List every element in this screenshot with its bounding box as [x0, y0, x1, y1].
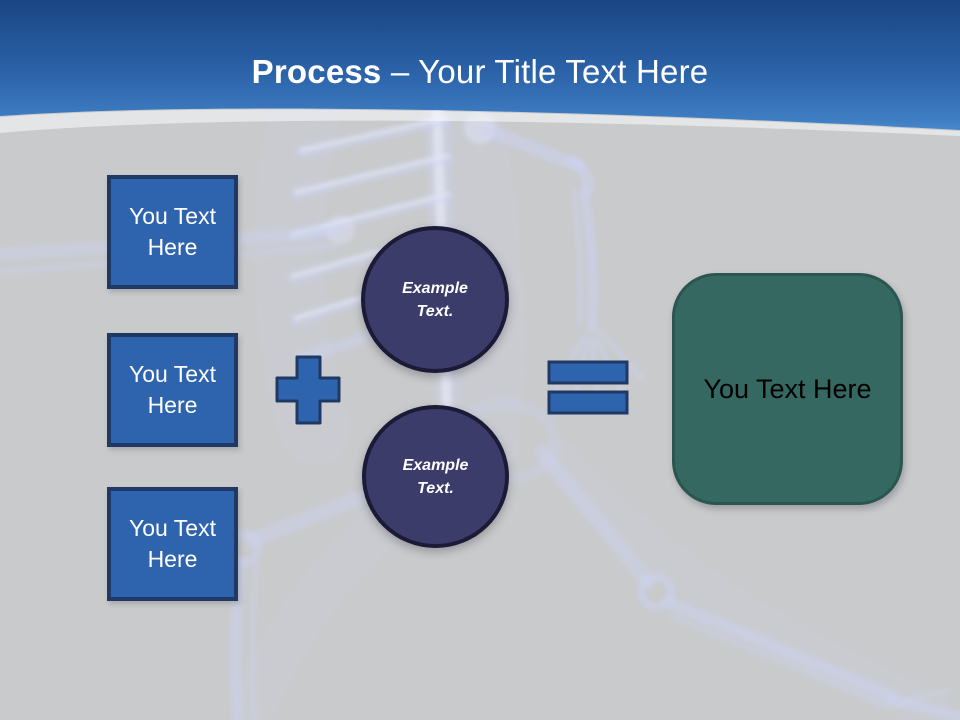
box-text-line-2: Here — [147, 234, 198, 260]
title-emphasis-text: Process — [251, 53, 382, 90]
box-text-line-1: You Text — [129, 203, 216, 229]
circle-text-line-1: Example — [402, 456, 469, 474]
circle-text-line-2: Text. — [417, 479, 454, 497]
slide-title-placeholder[interactable]: Process – Your Title Text Here — [0, 52, 960, 92]
text-placeholder-box-3[interactable]: You Text Here — [107, 487, 238, 601]
text-placeholder-box-1[interactable]: You Text Here — [107, 175, 238, 289]
example-circle-1[interactable]: Example Text. — [361, 226, 509, 373]
box-text-line-2: Here — [147, 546, 198, 572]
result-text: You Text Here — [703, 373, 872, 404]
result-placeholder-box[interactable]: You Text Here — [672, 273, 903, 505]
box-text-line-2: Here — [147, 392, 198, 418]
title-rest-text: – Your Title Text Here — [390, 53, 709, 90]
circle-text-line-1: Example — [402, 279, 468, 297]
box-text-line-1: You Text — [129, 361, 216, 387]
plus-icon — [275, 355, 341, 425]
text-placeholder-box-2[interactable]: You Text Here — [107, 333, 238, 447]
circle-text-line-2: Text. — [416, 302, 454, 320]
example-circle-2[interactable]: Example Text. — [362, 405, 509, 548]
equals-icon — [547, 360, 629, 415]
box-text-line-1: You Text — [129, 515, 216, 541]
